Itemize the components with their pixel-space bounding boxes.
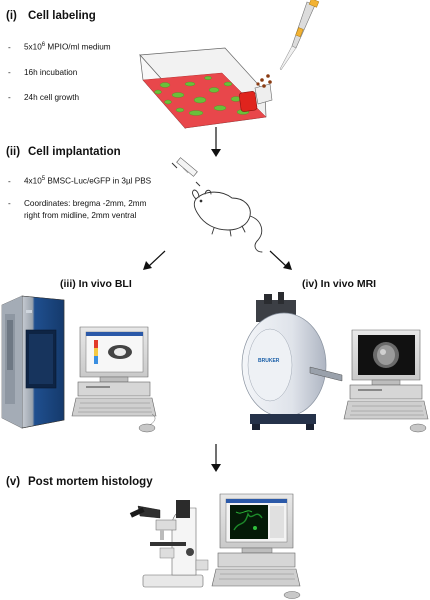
step-title-histology: (v)Post mortem histology	[6, 476, 153, 488]
mouse-icon	[192, 189, 263, 253]
flask-icon	[139, 47, 273, 130]
bullet-implantation-3: right from midline, 2mm ventral	[24, 211, 137, 220]
pipette-icon	[256, 0, 320, 88]
syringe-icon	[171, 157, 201, 187]
mri-scanner-icon: BRUKER	[241, 292, 343, 430]
step-title-implantation: (ii)Cell implantation	[6, 146, 121, 158]
bruker-logo: BRUKER	[258, 358, 280, 364]
microscope-icon	[129, 500, 209, 588]
arrow-down-icon	[211, 127, 221, 157]
arrow-down-icon	[143, 250, 292, 270]
panel-title-mri: (iv) In vivo MRI	[302, 278, 377, 290]
step-title-labeling: (i)Cell labeling	[6, 10, 96, 22]
computer-icon	[71, 326, 157, 433]
computer-icon	[343, 329, 429, 433]
bullet-labeling-1: -5x106 MPIO/ml medium	[8, 42, 111, 52]
computer-icon	[211, 493, 301, 599]
bullet-implantation-2: -Coordinates: bregma -2mm, 2mm	[8, 199, 147, 208]
bli-imager-icon	[1, 295, 65, 429]
bullet-labeling-3: -24h cell growth	[8, 93, 80, 102]
panel-title-bli: (iii) In vivo BLI	[60, 278, 132, 290]
arrow-down-icon	[211, 444, 221, 472]
bullet-implantation-1: -4x105 BMSC-Luc/eGFP in 3µl PBS	[8, 176, 152, 186]
bullet-labeling-2: -16h incubation	[8, 68, 78, 77]
